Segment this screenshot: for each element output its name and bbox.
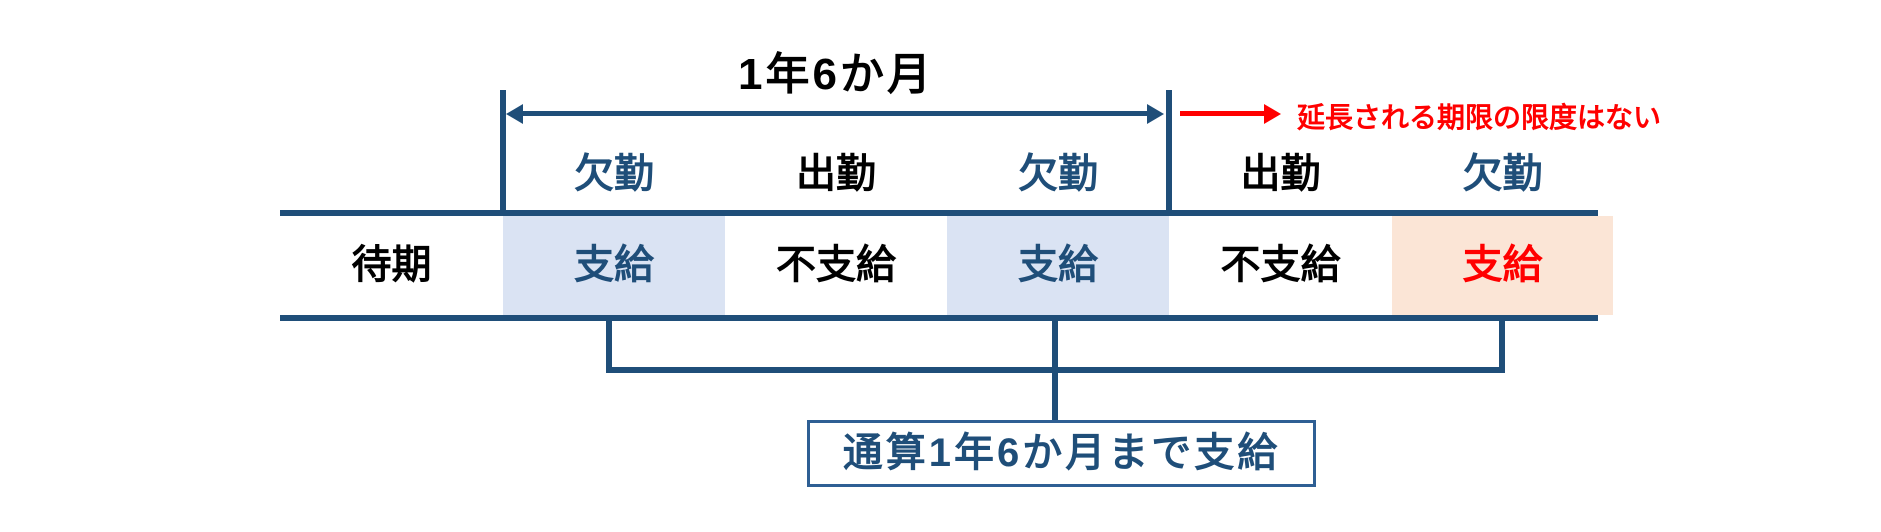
paid-segment-fill-1 — [503, 216, 725, 315]
attendance-label-present-2: 出勤 — [1240, 152, 1321, 196]
attendance-label-absent-2: 欠勤 — [1018, 152, 1098, 196]
extension-arrowhead-icon — [1264, 104, 1281, 124]
summary-box: 通算1年6か月まで支給 — [807, 420, 1316, 487]
duration-arrow — [521, 111, 1150, 116]
attendance-label-present-1: 出勤 — [796, 152, 876, 196]
bracket-tick-right — [1499, 321, 1505, 373]
payment-label-paid-1: 支給 — [574, 243, 654, 287]
bracket-horizontal-line — [606, 367, 1505, 373]
paid-segment-fill-extended — [1392, 216, 1613, 315]
payment-label-paid-extended: 支給 — [1462, 243, 1543, 287]
payment-label-unpaid-2: 不支給 — [1220, 243, 1341, 287]
paid-segment-fill-2 — [947, 216, 1169, 315]
payment-label-unpaid-1: 不支給 — [776, 243, 896, 287]
timeline-top-line — [280, 210, 1598, 216]
arrowhead-right-icon — [1147, 104, 1164, 124]
attendance-label-absent-3: 欠勤 — [1462, 152, 1543, 196]
payment-label-paid-2: 支給 — [1018, 243, 1098, 287]
payment-label-waiting: 待期 — [351, 243, 432, 287]
extension-arrow — [1180, 111, 1266, 116]
bracket-tick-left — [606, 321, 612, 373]
duration-label: 1年6か月 — [738, 50, 934, 99]
arrowhead-left-icon — [506, 104, 523, 124]
period-start-boundary-line — [500, 90, 506, 216]
extension-note: 延長される期限の限度はない — [1297, 102, 1662, 133]
period-end-boundary-line — [1166, 90, 1172, 216]
timeline-bottom-line — [280, 315, 1598, 321]
attendance-label-absent-1: 欠勤 — [574, 152, 654, 196]
